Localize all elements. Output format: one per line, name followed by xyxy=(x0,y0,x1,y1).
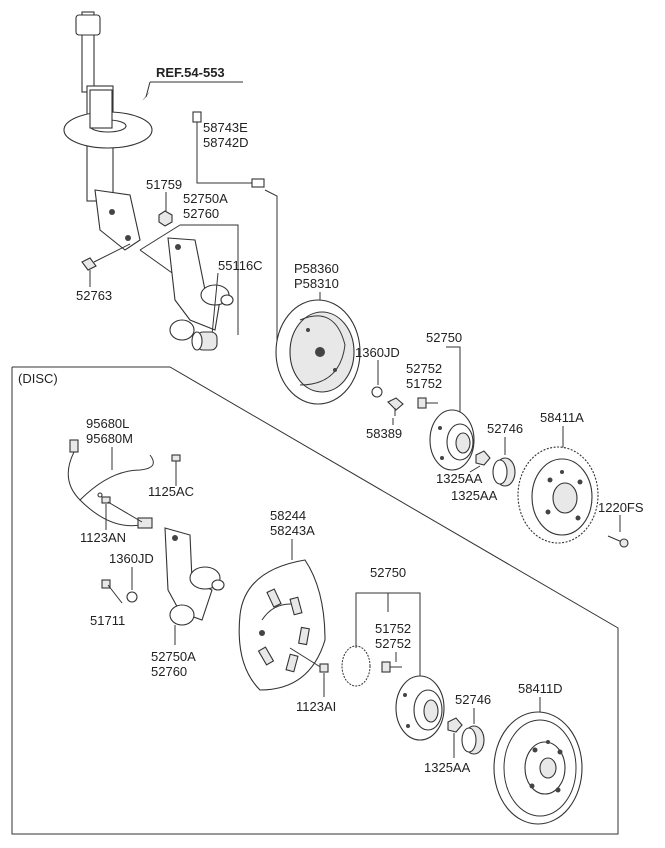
label-52746-disc: 52746 xyxy=(455,692,491,707)
bolt-1125ac xyxy=(171,454,181,486)
washer-1360jd-disc xyxy=(126,591,138,603)
label-1220fs: 1220FS xyxy=(598,500,644,515)
label-1123ai: 1123AI xyxy=(296,699,336,714)
label-58411d: 58411D xyxy=(518,681,563,696)
label-52750a-disc: 52750A xyxy=(151,649,196,664)
label-52752-top: 52752 xyxy=(406,361,442,376)
label-58411a: 58411A xyxy=(540,410,584,425)
label-52746-top: 52746 xyxy=(487,421,523,436)
bolt-1123an xyxy=(101,496,143,523)
nut-1325aa-disc xyxy=(447,717,463,733)
brake-drum-58411a xyxy=(517,446,599,544)
label-p58360: P58360 xyxy=(294,261,339,276)
label-58742d: 58742D xyxy=(203,135,249,150)
hub-top xyxy=(429,409,475,471)
label-disc-section: (DISC) xyxy=(18,371,58,386)
strut-bracket xyxy=(94,189,141,251)
label-52750-disc: 52750 xyxy=(370,565,406,580)
label-95680l: 95680L xyxy=(86,416,129,431)
knuckle-disc xyxy=(164,527,225,626)
bushing-55116c xyxy=(191,331,218,351)
label-52750a-top: 52750A xyxy=(183,191,228,206)
label-1360jd-top: 1360JD xyxy=(355,345,400,360)
nut-1325aa-top xyxy=(475,450,491,466)
brake-hose xyxy=(192,111,265,188)
disc-section-frame xyxy=(11,366,619,835)
knuckle-drum xyxy=(167,237,234,341)
dust-shield xyxy=(238,559,326,691)
bolt-51711 xyxy=(101,579,123,604)
bleed-screw-58389 xyxy=(387,397,404,416)
label-1325aa-a: 1325AA xyxy=(436,471,483,486)
label-1123an: 1123AN xyxy=(80,530,126,545)
label-58389: 58389 xyxy=(366,426,402,441)
bolt-1123ai xyxy=(289,647,329,673)
label-52760-top: 52760 xyxy=(183,206,219,221)
washer-1360jd-top xyxy=(371,386,383,398)
label-1360jd-disc: 1360JD xyxy=(109,551,154,566)
label-95680m: 95680M xyxy=(86,431,133,446)
bolt-52763 xyxy=(81,243,131,271)
label-1325aa-b: 1325AA xyxy=(451,488,498,503)
hub-bolt-disc xyxy=(381,661,402,673)
label-55116c: 55116C xyxy=(218,258,263,273)
tone-ring xyxy=(341,645,371,687)
hub-bolt-top xyxy=(417,397,438,409)
hub-disc xyxy=(395,675,445,741)
label-51752-top: 51752 xyxy=(406,376,442,391)
wheel-speed-sensor xyxy=(67,439,154,529)
label-58243a: 58243A xyxy=(270,523,315,538)
label-1125ac: 1125AC xyxy=(148,484,194,499)
label-51752-disc: 51752 xyxy=(375,621,411,636)
label-51759: 51759 xyxy=(146,177,182,192)
label-52760-disc: 52760 xyxy=(151,664,187,679)
brake-rotor-58411d xyxy=(493,711,583,825)
label-52763: 52763 xyxy=(76,288,112,303)
label-52750-top: 52750 xyxy=(426,330,462,345)
cap-52746-disc xyxy=(461,725,485,755)
label-p58310: P58310 xyxy=(294,276,339,291)
label-58743e: 58743E xyxy=(203,120,248,135)
strut-assembly xyxy=(63,11,153,251)
label-58244: 58244 xyxy=(270,508,306,523)
label-51711: 51711 xyxy=(90,613,125,628)
ref-label: REF.54-553 xyxy=(156,65,225,80)
screw-1220fs xyxy=(607,535,629,548)
cap-52746-top xyxy=(492,457,516,487)
brake-backing-plate xyxy=(275,299,361,405)
nut-51759 xyxy=(158,210,173,227)
label-52752-disc: 52752 xyxy=(375,636,411,651)
label-1325aa-disc: 1325AA xyxy=(424,760,471,775)
